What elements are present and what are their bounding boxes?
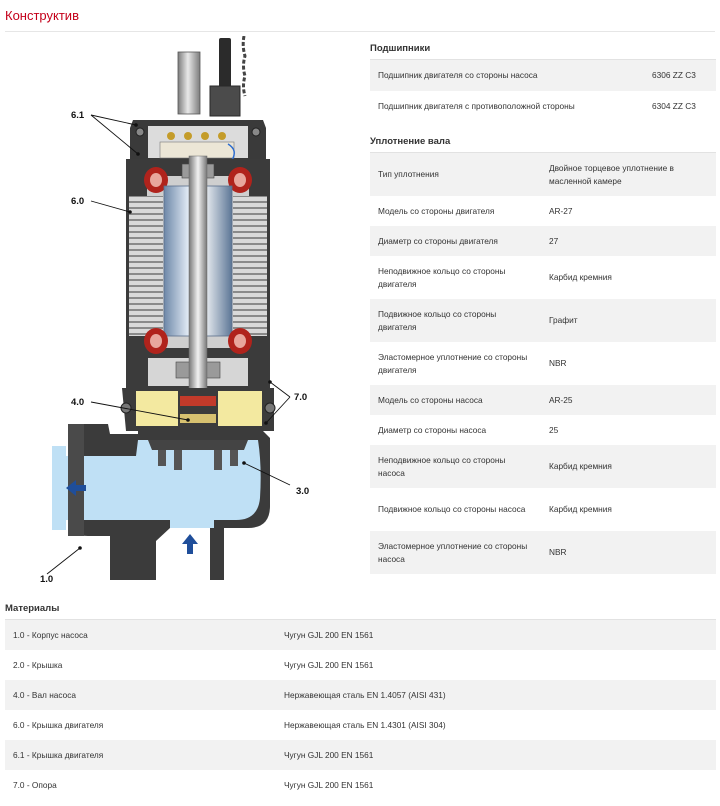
callout-1-0: 1.0 [40, 574, 53, 585]
seal-label: Модель со стороны насоса [370, 385, 541, 415]
specs-column: Подшипники Подшипник двигателя со сторон… [370, 38, 716, 574]
seal-label: Подвижное кольцо со стороны насоса [370, 488, 541, 531]
seal-value: Графит [541, 299, 716, 342]
seal-value: Карбид кремния [541, 488, 716, 531]
bearing-value: 6306 ZZ C3 [644, 60, 716, 91]
title-divider [5, 31, 715, 32]
water-passage [52, 440, 261, 528]
seal-label: Неподвижное кольцо со стороны насоса [370, 445, 541, 488]
material-value: Чугун GJL 200 EN 1561 [276, 740, 716, 770]
material-part: 1.0 - Корпус насоса [5, 620, 276, 650]
materials-heading: Материалы [5, 598, 716, 620]
table-row: 6.1 - Крышка двигателя Чугун GJL 200 EN … [5, 740, 716, 770]
material-part: 6.1 - Крышка двигателя [5, 740, 276, 770]
bearings-heading: Подшипники [370, 38, 716, 60]
seal-label: Диаметр со стороны двигателя [370, 226, 541, 256]
material-value: Чугун GJL 200 EN 1561 [276, 650, 716, 680]
seal-value: 25 [541, 415, 716, 445]
seal-value: AR-27 [541, 196, 716, 226]
material-value: Нержавеющая сталь EN 1.4301 (AISI 304) [276, 710, 716, 740]
stator-cooling-fins-left [129, 196, 147, 336]
table-row: Тип уплотнения Двойное торцевое уплотнен… [370, 153, 716, 196]
table-row: 2.0 - Крышка Чугун GJL 200 EN 1561 [5, 650, 716, 680]
mechanical-seals [180, 396, 216, 423]
upper-winding [144, 167, 252, 193]
outlet-flow-arrow [66, 480, 86, 496]
cable-gland [177, 51, 201, 115]
seal-value: AR-25 [541, 385, 716, 415]
callout-4-0: 4.0 [71, 397, 84, 408]
table-row: 6.0 - Крышка двигателя Нержавеющая сталь… [5, 710, 716, 740]
page-title: Конструктив [5, 8, 79, 23]
material-part: 6.0 - Крышка двигателя [5, 710, 276, 740]
impeller [148, 440, 248, 470]
material-value: Чугун GJL 200 EN 1561 [276, 620, 716, 650]
table-row: Подвижное кольцо со стороны двигателя Гр… [370, 299, 716, 342]
shaft-seal-heading: Уплотнение вала [370, 131, 716, 153]
materials-table: 1.0 - Корпус насоса Чугун GJL 200 EN 156… [5, 620, 716, 800]
seal-value: 27 [541, 226, 716, 256]
lifting-chain [241, 36, 247, 97]
bearing-label: Подшипник двигателя со стороны насоса [370, 60, 644, 91]
seal-label: Модель со стороны двигателя [370, 196, 541, 226]
table-row: Диаметр со стороны двигателя 27 [370, 226, 716, 256]
bearing-value: 6304 ZZ C3 [644, 91, 716, 122]
bearings-table: Подшипник двигателя со стороны насоса 63… [370, 60, 716, 122]
table-row: Диаметр со стороны насоса 25 [370, 415, 716, 445]
table-row: Модель со стороны насоса AR-25 [370, 385, 716, 415]
seal-label: Эластомерное уплотнение со стороны двига… [370, 342, 541, 385]
shaft-seal-table: Тип уплотнения Двойное торцевое уплотнен… [370, 153, 716, 574]
terminal-block [159, 132, 235, 161]
table-row: Модель со стороны двигателя AR-27 [370, 196, 716, 226]
material-part: 7.0 - Опора [5, 770, 276, 800]
material-value: Чугун GJL 200 EN 1561 [276, 770, 716, 800]
callout-3-0: 3.0 [296, 486, 309, 497]
materials-section: Материалы 1.0 - Корпус насоса Чугун GJL … [5, 598, 716, 800]
callout-6-1: 6.1 [71, 110, 85, 121]
seal-label: Подвижное кольцо со стороны двигателя [370, 299, 541, 342]
seal-value: Двойное торцевое уплотнение в масленной … [541, 153, 716, 196]
material-part: 2.0 - Крышка [5, 650, 276, 680]
table-row: Неподвижное кольцо со стороны двигателя … [370, 256, 716, 299]
pump-cutaway-diagram: 6.1 6.0 4.0 7.0 3.0 1.0 [40, 36, 309, 585]
callout-markers [78, 123, 272, 550]
table-row: Подвижное кольцо со стороны насоса Карби… [370, 488, 716, 531]
table-row: Подшипник двигателя со стороны насоса 63… [370, 60, 716, 91]
material-part: 4.0 - Вал насоса [5, 680, 276, 710]
seal-value: Карбид кремния [541, 445, 716, 488]
seal-label: Диаметр со стороны насоса [370, 415, 541, 445]
seal-label: Неподвижное кольцо со стороны двигателя [370, 256, 541, 299]
table-row: 1.0 - Корпус насоса Чугун GJL 200 EN 156… [5, 620, 716, 650]
seal-value: NBR [541, 342, 716, 385]
inlet-flow-arrow [182, 534, 198, 554]
table-row: 7.0 - Опора Чугун GJL 200 EN 1561 [5, 770, 716, 800]
table-row: Неподвижное кольцо со стороны насоса Кар… [370, 445, 716, 488]
seal-label: Тип уплотнения [370, 153, 541, 196]
bearing-label: Подшипник двигателя с противоположной ст… [370, 91, 644, 122]
table-row: 4.0 - Вал насоса Нержавеющая сталь EN 1.… [5, 680, 716, 710]
table-row: Эластомерное уплотнение со стороны двига… [370, 342, 716, 385]
callout-6-0: 6.0 [71, 196, 84, 207]
material-value: Нержавеющая сталь EN 1.4057 (AISI 431) [276, 680, 716, 710]
table-row: Подшипник двигателя с противоположной ст… [370, 91, 716, 122]
table-row: Эластомерное уплотнение со стороны насос… [370, 531, 716, 574]
callout-7-0: 7.0 [294, 392, 307, 403]
seal-value: NBR [541, 531, 716, 574]
seal-label: Эластомерное уплотнение со стороны насос… [370, 531, 541, 574]
seal-value: Карбид кремния [541, 256, 716, 299]
lower-winding [144, 328, 252, 354]
stator-cooling-fins-right [249, 196, 267, 336]
callout-leaders [46, 114, 291, 575]
